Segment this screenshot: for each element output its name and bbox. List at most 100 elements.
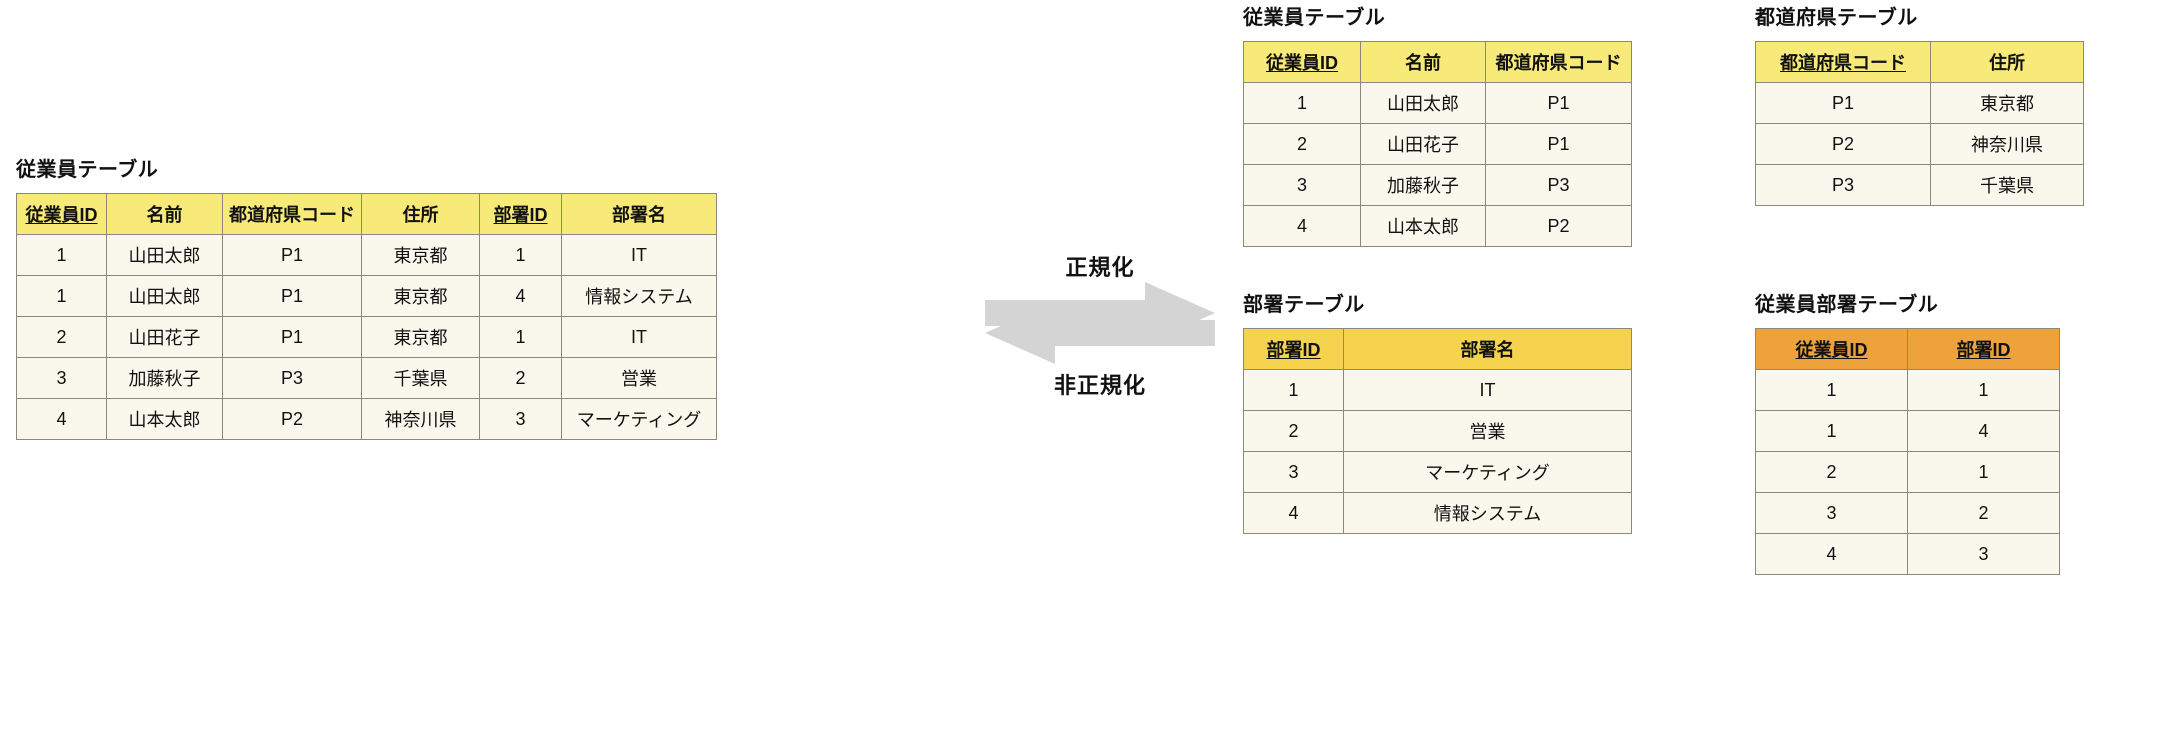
table-cell: 4 [1243, 492, 1344, 534]
arrow-left-icon [985, 302, 1215, 364]
column-header-label: 部署ID [493, 205, 548, 225]
table-cell: P2 [222, 398, 362, 440]
table-cell: 2 [16, 316, 107, 358]
column-header: 部署名 [1343, 328, 1632, 370]
column-header: 部署ID [479, 193, 562, 235]
denormalize-arrow-group: 非正規化 [985, 302, 1215, 400]
table-cell: 営業 [1343, 410, 1632, 452]
column-header-label: 従業員ID [1266, 53, 1338, 73]
table-header-row: 都道府県コード 住所 [1755, 41, 2084, 83]
table-cell: IT [561, 234, 717, 276]
column-header: 従業員ID [1755, 328, 1908, 370]
table-cell: P1 [222, 234, 362, 276]
table-cell: 2 [1243, 410, 1344, 452]
column-header: 名前 [106, 193, 223, 235]
table-cell: 東京都 [361, 275, 480, 317]
column-header: 従業員ID [16, 193, 107, 235]
column-header: 名前 [1360, 41, 1486, 83]
table-cell: マーケティング [1343, 451, 1632, 493]
employee-title: 従業員テーブル [1243, 7, 1386, 29]
table-header-row: 部署ID 部署名 [1243, 328, 1632, 370]
column-header: 部署名 [561, 193, 717, 235]
table-cell: 東京都 [1930, 82, 2084, 124]
table-cell: 1 [16, 275, 107, 317]
table-cell: IT [561, 316, 717, 358]
table-cell: P3 [1755, 164, 1931, 206]
table-cell: 2 [1755, 451, 1908, 493]
table-header-row: 従業員ID 名前 都道府県コード [1243, 41, 1632, 83]
table-cell: 東京都 [361, 234, 480, 276]
column-header: 従業員ID [1243, 41, 1361, 83]
table-cell: 加藤秋子 [106, 357, 223, 399]
table-cell: P1 [222, 275, 362, 317]
table-cell: 1 [16, 234, 107, 276]
table-cell: 3 [1755, 492, 1908, 534]
table-cell: 山本太郎 [1360, 205, 1486, 247]
table-cell: 神奈川県 [361, 398, 480, 440]
table-cell: 3 [1243, 451, 1344, 493]
table-cell: 4 [16, 398, 107, 440]
table-cell: P1 [1755, 82, 1931, 124]
table-cell: 2 [1907, 492, 2060, 534]
table-cell: 東京都 [361, 316, 480, 358]
table-cell: 4 [1755, 533, 1908, 575]
table-cell: 山田花子 [106, 316, 223, 358]
table-cell: 山田太郎 [106, 234, 223, 276]
table-cell: P2 [1755, 123, 1931, 165]
table-cell: 1 [479, 316, 562, 358]
column-header-label: 部署名 [1460, 340, 1515, 360]
normalize-label: 正規化 [1065, 255, 1135, 280]
column-header-label: 都道府県コード [1495, 53, 1622, 73]
column-header-label: 住所 [1989, 53, 2025, 73]
column-header-label: 部署ID [1266, 340, 1321, 360]
table-cell: 1 [1755, 369, 1908, 411]
column-header: 都道府県コード [222, 193, 362, 235]
table-cell: 4 [1243, 205, 1361, 247]
column-header: 部署ID [1907, 328, 2060, 370]
column-header-label: 従業員ID [1795, 340, 1868, 360]
table-header-row: 従業員ID 部署ID [1755, 328, 2060, 370]
table-cell: 3 [16, 357, 107, 399]
table-cell: IT [1343, 369, 1632, 411]
column-header-label: 名前 [146, 205, 183, 225]
table-cell: 山田太郎 [106, 275, 223, 317]
column-header: 住所 [361, 193, 480, 235]
table-cell: 1 [1243, 369, 1344, 411]
table-cell: P1 [1485, 123, 1632, 165]
prefecture-title: 都道府県テーブル [1755, 7, 1918, 29]
table-cell: 山田花子 [1360, 123, 1486, 165]
column-header-label: 都道府県コード [1780, 53, 1906, 73]
column-header-label: 名前 [1405, 53, 1441, 73]
table-cell: 4 [479, 275, 562, 317]
column-header-label: 部署ID [1956, 340, 2011, 360]
table-cell: 1 [1755, 410, 1908, 452]
column-header: 住所 [1930, 41, 2084, 83]
table-cell: 山本太郎 [106, 398, 223, 440]
table-cell: 3 [479, 398, 562, 440]
denormalized-employee-title: 従業員テーブル [16, 159, 159, 181]
